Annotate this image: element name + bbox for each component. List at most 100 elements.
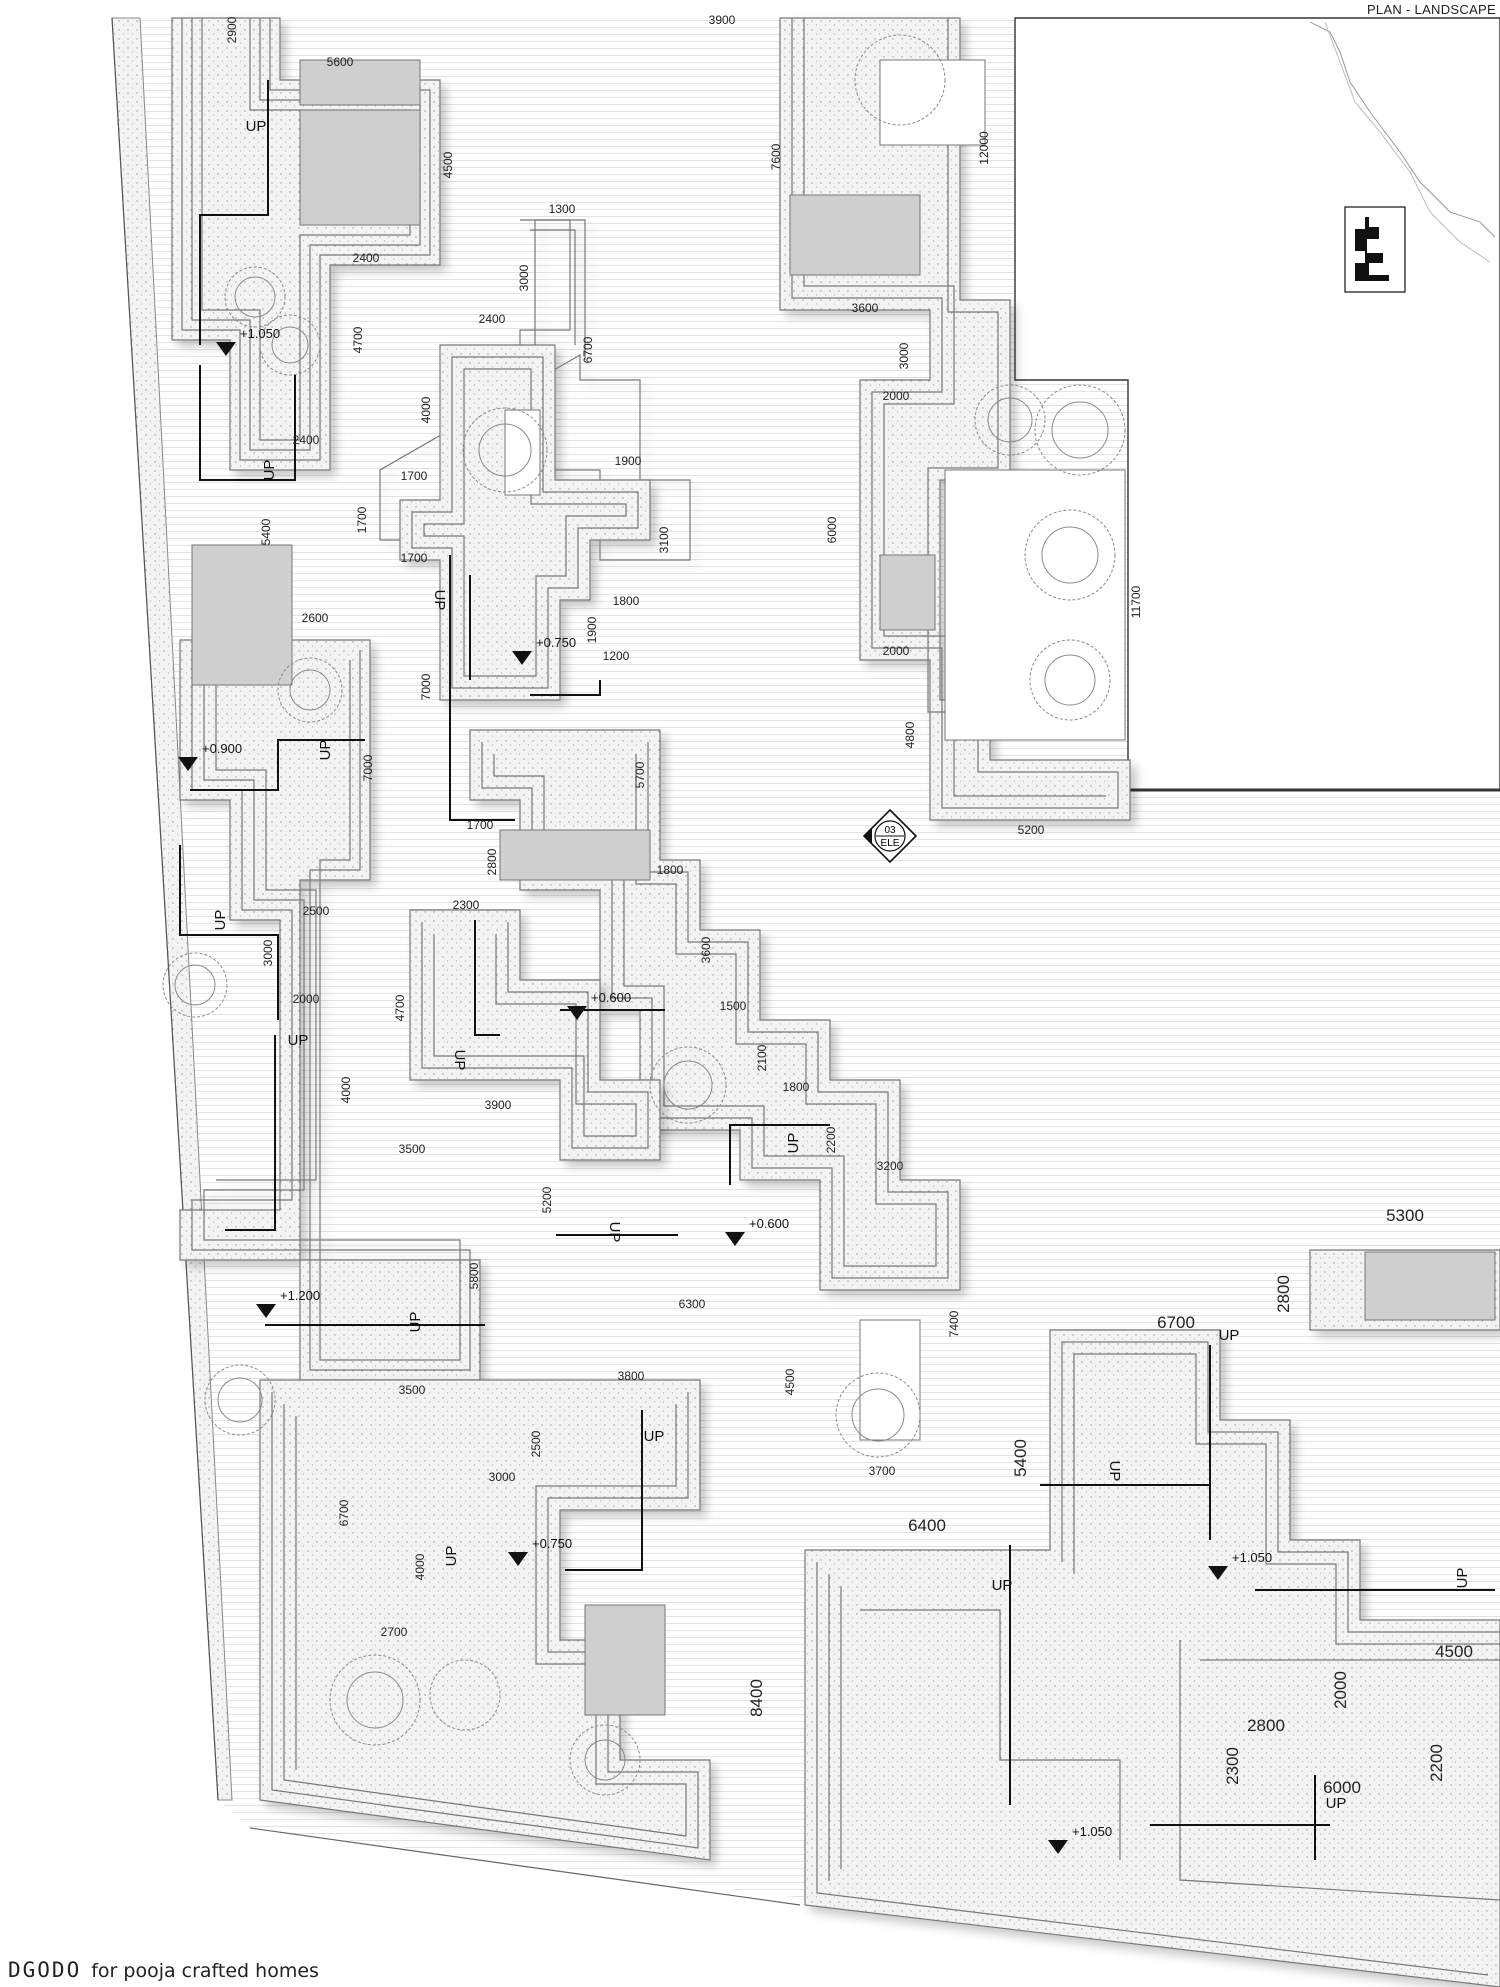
dimension-label: 7000 (361, 754, 375, 781)
paved-pads (191, 59, 1496, 1716)
dimension-label: 1800 (657, 863, 684, 877)
stair-up-label: UP (1326, 1795, 1347, 1812)
terrace-block-left-bottom (259, 1379, 711, 1861)
dimension-label: 4500 (441, 151, 455, 178)
key-plan-thumbnail (1310, 22, 1496, 293)
dimension-label: 2400 (293, 433, 320, 447)
dimension-label: 3700 (869, 1464, 896, 1478)
stair-up-label: UP (212, 910, 229, 931)
dimension-label: 1700 (401, 551, 428, 565)
dimension-label: 12000 (977, 131, 991, 165)
elevation-marker: 03 ELE (862, 808, 918, 864)
stair-up-label: UP (443, 1546, 460, 1567)
stair-up-label: UP (606, 1222, 623, 1243)
dimension-label: 5600 (327, 55, 354, 69)
dimension-label: 6300 (679, 1297, 706, 1311)
dimension-label: 1500 (720, 999, 747, 1013)
stair-up-label: UP (407, 1312, 424, 1333)
planting-beds (504, 59, 1126, 1441)
dimension-label: 8400 (747, 1679, 766, 1717)
dimension-label: 3600 (852, 301, 879, 315)
tree-canopies (162, 34, 1126, 1796)
stair-up-label: UP (317, 740, 334, 761)
level-label: +0.750 (532, 1536, 572, 1551)
dimension-label: 2000 (883, 389, 910, 403)
dimension-label: 1300 (549, 202, 576, 216)
dimension-label: 4700 (393, 994, 407, 1021)
dimension-label: 5700 (633, 761, 647, 788)
level-label: +0.600 (591, 990, 631, 1005)
dimension-label: 1800 (783, 1080, 810, 1094)
dimension-label: 4500 (1435, 1642, 1473, 1661)
stair-up-label: UP (644, 1428, 665, 1445)
dimension-label: 1900 (615, 454, 642, 468)
dimension-label: 3200 (877, 1159, 904, 1173)
dimension-label: 2400 (353, 251, 380, 265)
dimension-label: 1700 (401, 469, 428, 483)
sheet-title: PLAN - LANDSCAPE (1366, 2, 1496, 17)
stair-up-label: UP (288, 1032, 309, 1049)
dimension-label: 2800 (1247, 1716, 1285, 1735)
dimension-label: 2800 (485, 848, 499, 875)
level-label: +1.200 (280, 1288, 320, 1303)
stair-up-label: UP (261, 460, 278, 481)
dimension-label: 6000 (825, 516, 839, 543)
stair-up-label: UP (785, 1133, 802, 1154)
dimension-label: 2900 (225, 16, 239, 43)
dimension-label: 4500 (783, 1368, 797, 1395)
stair-up-label: UP (431, 590, 448, 611)
dimension-label: 4000 (339, 1076, 353, 1103)
dimension-label: 2800 (1274, 1275, 1293, 1313)
dimension-label: 3600 (699, 936, 713, 963)
dimension-label: 2600 (302, 611, 329, 625)
dimension-label: 6700 (337, 1499, 351, 1526)
dimension-label: 6700 (581, 336, 595, 363)
level-label: +1.050 (1232, 1550, 1272, 1565)
dimension-label: 2200 (824, 1126, 838, 1153)
dimension-label: 2300 (1223, 1747, 1242, 1785)
footer: DGODO for pooja crafted homes (8, 1958, 319, 1982)
level-label: +0.900 (202, 741, 242, 756)
dimension-label: 4000 (419, 396, 433, 423)
dimension-label: 7400 (947, 1310, 961, 1337)
dimension-label: 2100 (755, 1044, 769, 1071)
dimension-label: 2000 (293, 992, 320, 1006)
dimension-label: 3100 (657, 526, 671, 553)
dimension-labels: 3900 2900 5600 4500 2400 4700 2400 5400 2600 7000… (225, 13, 1473, 1797)
dimension-label: 4700 (351, 326, 365, 353)
dimension-label: 1900 (585, 616, 599, 643)
dimension-label: 2400 (479, 312, 506, 326)
dimension-label: 7600 (769, 143, 783, 170)
dimension-label: 2300 (453, 898, 480, 912)
dimension-label: 7000 (419, 673, 433, 700)
level-markers (178, 342, 1228, 1854)
dimension-label: 2200 (1427, 1744, 1446, 1782)
firm-logo: DGODO (8, 1958, 82, 1982)
dimension-label: 6000 (1323, 1778, 1361, 1797)
dimension-label: 2700 (381, 1625, 408, 1639)
terrace-block-center-lower (409, 909, 661, 1161)
dimension-label: 6400 (908, 1516, 946, 1535)
dimension-label: 2500 (303, 904, 330, 918)
dimension-label: 5800 (467, 1262, 481, 1289)
dimension-label: 5400 (1011, 1439, 1030, 1477)
dimension-label: 11700 (1129, 585, 1143, 618)
elevation-label: ELE (881, 838, 900, 849)
level-labels: +1.050+0.900+1.200+0.750+0.600+0.600+0.7… (202, 326, 1272, 1839)
level-label: +1.050 (240, 326, 280, 341)
dimension-label: 1700 (467, 818, 494, 832)
dimension-label: 4000 (413, 1553, 427, 1580)
dimension-label: 3000 (261, 939, 275, 966)
dimension-label: 1200 (603, 649, 630, 663)
dimension-label: 3900 (709, 13, 736, 27)
dimension-label: 2000 (883, 644, 910, 658)
elevation-number: 03 (884, 825, 896, 836)
dimension-label: 3500 (399, 1383, 426, 1397)
level-label: +1.050 (1072, 1824, 1112, 1839)
dimension-label: 3800 (618, 1369, 645, 1383)
dimension-label: 4800 (903, 721, 917, 748)
dimension-label: 3000 (489, 1470, 516, 1484)
stair-up-label: UP (1106, 1461, 1123, 1482)
